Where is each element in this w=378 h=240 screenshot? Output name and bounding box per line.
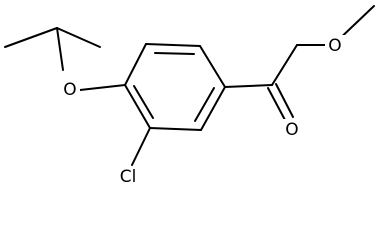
methoxyacetyl-chain bbox=[224, 5, 375, 121]
benzene-ring bbox=[124, 43, 226, 131]
bond-carbonyl-double-a bbox=[267, 87, 286, 121]
atom-methoxy-oxygen: O bbox=[325, 35, 345, 57]
atom-ether-oxygen: O bbox=[61, 80, 80, 100]
bond-ring-to-chlorine bbox=[131, 127, 151, 166]
ring-bond-6 bbox=[124, 84, 151, 129]
ring-bond-2 bbox=[145, 43, 201, 47]
ring-double-bond-right bbox=[194, 87, 215, 122]
molecule-drawing: O Cl O O bbox=[4, 5, 375, 188]
atom-label-chlorine: Cl bbox=[120, 167, 137, 187]
atom-label-ether-oxygen: O bbox=[63, 80, 76, 100]
bond-isopropyl-to-oxygen bbox=[56, 27, 64, 71]
ring-bond-1 bbox=[124, 43, 147, 86]
atom-chlorine: Cl bbox=[115, 166, 141, 188]
bond-carbonyl-double-b bbox=[275, 83, 294, 118]
ring-double-bond-left bbox=[133, 85, 154, 119]
ring-bond-4 bbox=[200, 86, 226, 131]
bond-carbonyl-to-methylene bbox=[271, 44, 298, 86]
atom-carbonyl-oxygen: O bbox=[282, 119, 302, 141]
atom-label-carbonyl-oxygen: O bbox=[285, 120, 298, 140]
structure-canvas: O Cl O O bbox=[4, 5, 375, 188]
bond-isopropyl-left-methyl bbox=[4, 27, 58, 48]
isopropyl-group bbox=[4, 27, 101, 71]
bond-ring-to-carbonyl-carbon bbox=[224, 84, 273, 88]
ring-double-bond-top bbox=[154, 52, 195, 55]
atom-label-methoxy-oxygen: O bbox=[328, 36, 341, 56]
bond-oxygen-to-ring bbox=[79, 84, 126, 91]
ring-bond-5 bbox=[149, 127, 202, 131]
ring-bond-3 bbox=[199, 45, 226, 88]
bond-isopropyl-right-methyl bbox=[56, 27, 101, 48]
